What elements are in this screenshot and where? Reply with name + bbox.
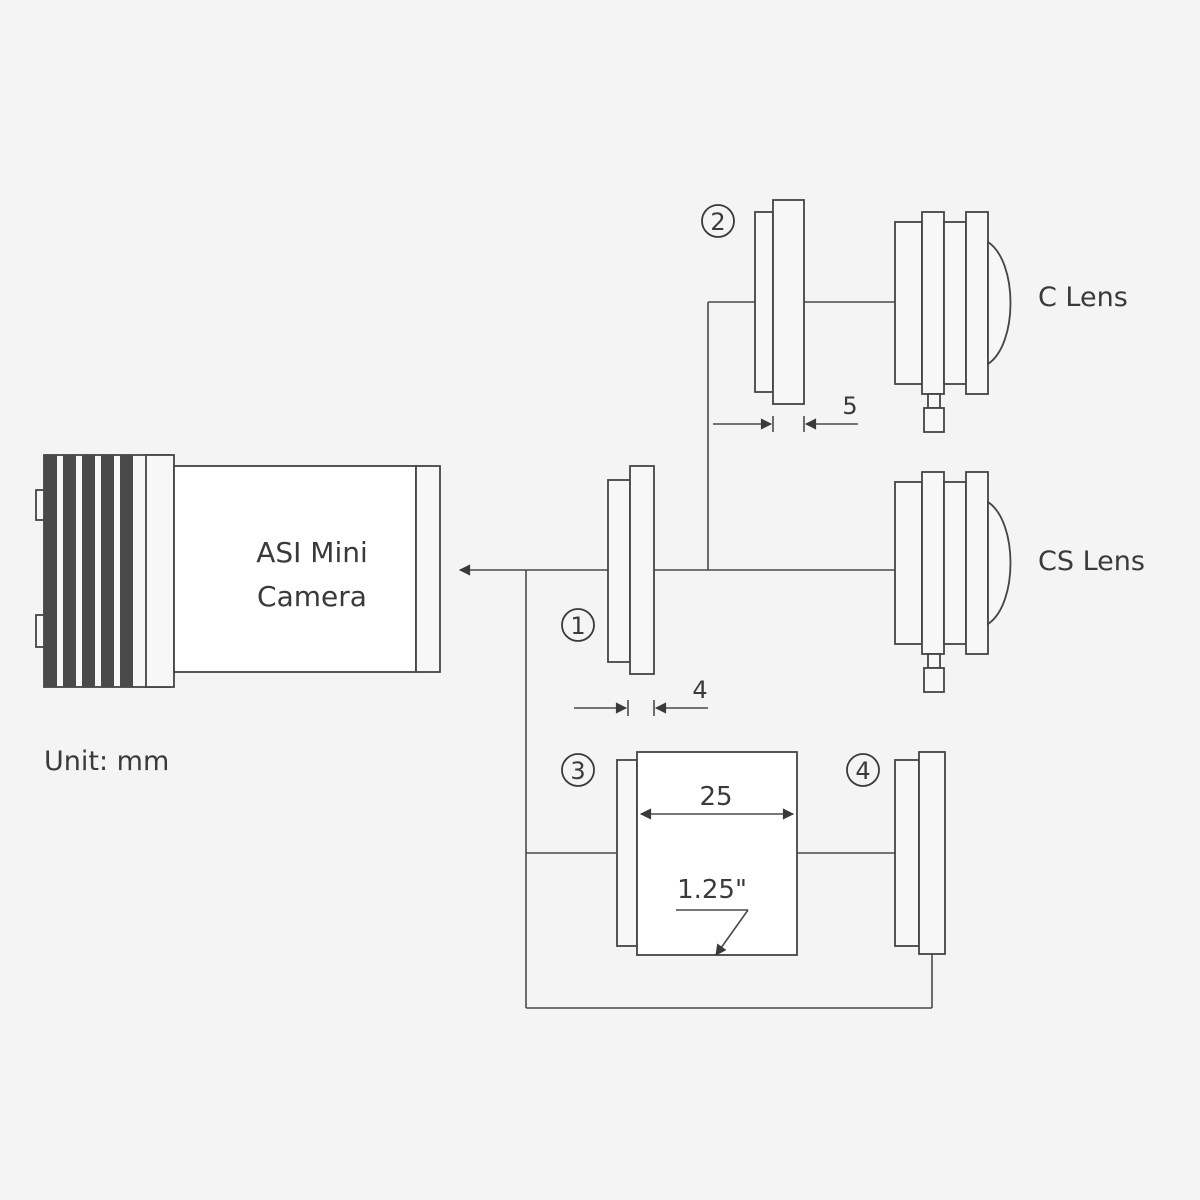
callout-4: 4 xyxy=(846,753,880,787)
callout-2: 2 xyxy=(701,204,735,238)
unit-label: Unit: mm xyxy=(44,746,169,777)
dimension-4: 4 xyxy=(574,676,708,716)
c-lens-label: C Lens xyxy=(1038,282,1128,313)
callout-3-number: 3 xyxy=(570,757,585,785)
callout-4-number: 4 xyxy=(855,757,870,785)
callout-3: 3 xyxy=(561,753,595,787)
camera-label-line2: Camera xyxy=(257,580,367,613)
connector-lines xyxy=(458,301,933,1009)
cs-lens: CS Lens xyxy=(894,471,1145,693)
adapter-4 xyxy=(894,751,946,955)
callout-1-number: 1 xyxy=(570,612,585,640)
diameter-annotation: 1.25" xyxy=(676,875,749,956)
cs-lens-label: CS Lens xyxy=(1038,546,1145,577)
heatsink-fins xyxy=(44,454,175,688)
adapter-2 xyxy=(754,199,805,405)
dimension-4-value: 4 xyxy=(692,676,707,704)
camera-label-line1: ASI Mini xyxy=(256,536,368,569)
c-lens: C Lens xyxy=(894,211,1128,433)
callout-1: 1 xyxy=(561,608,595,642)
asi-mini-camera: ASI Mini Camera xyxy=(35,454,441,688)
dimension-5: 5 xyxy=(713,392,858,432)
dimension-25: 25 xyxy=(639,782,795,820)
callout-2-number: 2 xyxy=(710,208,725,236)
dimension-25-value: 25 xyxy=(699,782,732,812)
dimension-5-value: 5 xyxy=(842,392,857,420)
adapter-3 xyxy=(616,751,798,956)
diameter-value: 1.25" xyxy=(677,875,747,905)
adapter-1 xyxy=(607,465,655,675)
